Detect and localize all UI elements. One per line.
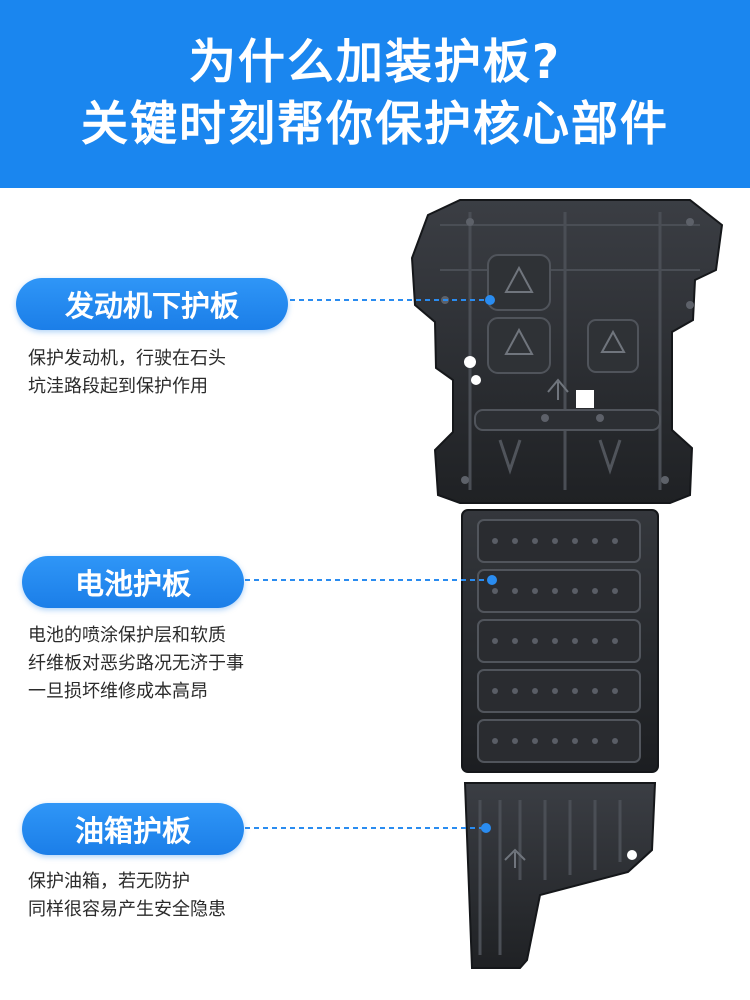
engine-plate-label: 发动机下护板 bbox=[16, 278, 288, 330]
fuel-tank-plate-desc: 保护油箱，若无防护 同样很容易产生安全隐患 bbox=[28, 868, 226, 924]
fuel-tank-skid-plate bbox=[463, 782, 657, 969]
engine-skid-plate bbox=[410, 199, 724, 504]
header-title: 为什么加装护板? bbox=[188, 35, 562, 90]
desc-line: 保护发动机，行驶在石头 bbox=[28, 348, 226, 369]
engine-plate-desc: 保护发动机，行驶在石头 坑洼路段起到保护作用 bbox=[28, 345, 226, 401]
desc-line: 同样很容易产生安全隐患 bbox=[28, 899, 226, 920]
desc-line: 保护油箱，若无防护 bbox=[28, 871, 190, 892]
battery-plate-label: 电池护板 bbox=[22, 556, 244, 608]
battery-skid-plate bbox=[461, 509, 659, 773]
desc-line: 一旦损坏维修成本高昂 bbox=[28, 681, 208, 702]
desc-line: 电池的喷涂保护层和软质 bbox=[28, 625, 226, 646]
leader-lines bbox=[245, 295, 497, 833]
fuel-tank-plate-label: 油箱护板 bbox=[22, 803, 244, 855]
header-banner: 为什么加装护板? 关键时刻帮你保护核心部件 bbox=[0, 0, 750, 188]
battery-plate-desc: 电池的喷涂保护层和软质 纤维板对恶劣路况无济于事 一旦损坏维修成本高昂 bbox=[28, 622, 244, 706]
header-subtitle: 关键时刻帮你保护核心部件 bbox=[81, 97, 669, 152]
desc-line: 坑洼路段起到保护作用 bbox=[28, 376, 208, 397]
desc-line: 纤维板对恶劣路况无济于事 bbox=[28, 653, 244, 674]
